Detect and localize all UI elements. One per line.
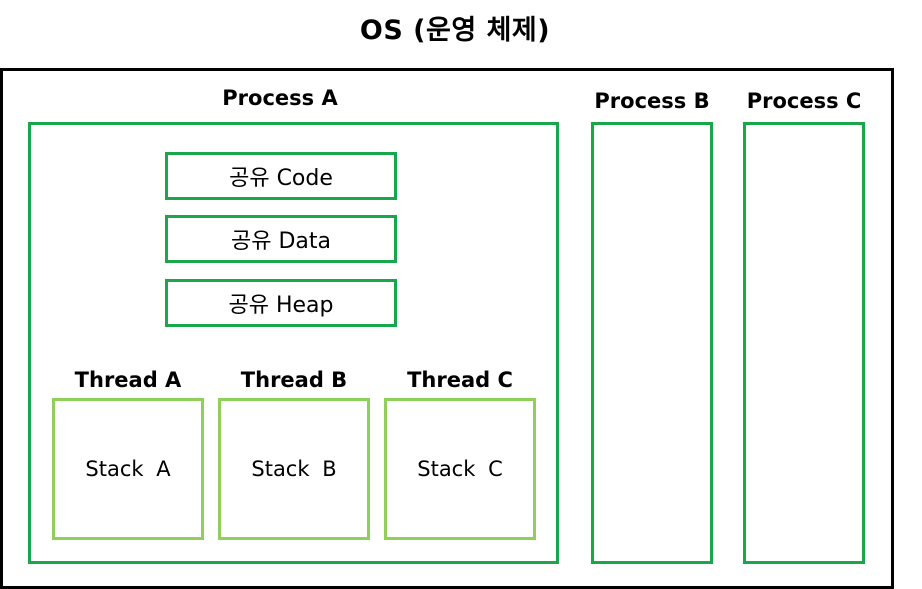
process-c-label: Process C — [746, 89, 862, 113]
stack-c-box: Stack C — [384, 398, 536, 540]
stack-b-box: Stack B — [218, 398, 370, 540]
process-c-box — [743, 122, 865, 564]
process-b-label: Process B — [594, 89, 710, 113]
shared-code-box: 공유 Code — [165, 152, 397, 200]
process-a-label: Process A — [222, 86, 338, 110]
stack-a-box: Stack A — [52, 398, 204, 540]
diagram-title: OS (운영 체제) — [359, 15, 551, 46]
process-a-box — [28, 122, 559, 564]
process-b-box — [591, 122, 713, 564]
thread-a-label: Thread A — [74, 368, 182, 392]
shared-heap-box: 공유 Heap — [165, 279, 397, 327]
shared-data-box: 공유 Data — [165, 215, 397, 263]
thread-b-label: Thread B — [240, 368, 348, 392]
thread-c-label: Thread C — [407, 368, 513, 392]
